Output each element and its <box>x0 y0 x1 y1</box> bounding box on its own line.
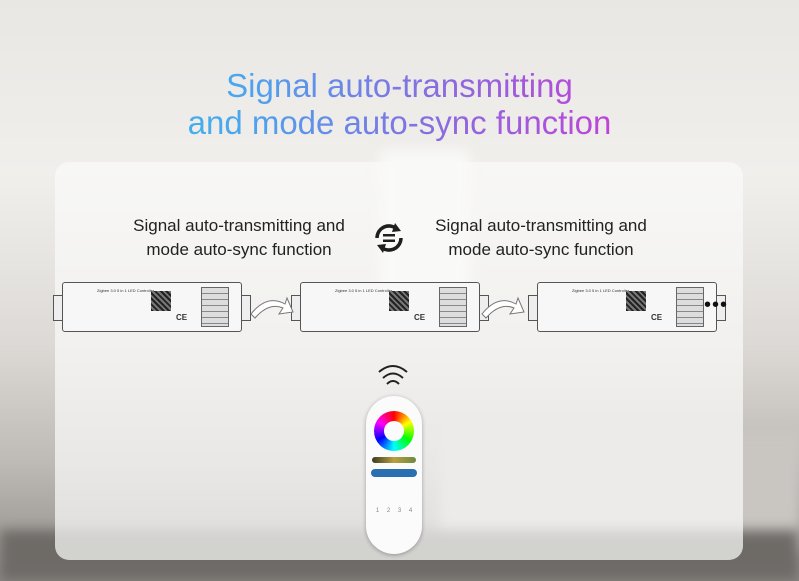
ce-mark: CE <box>176 313 188 322</box>
caption-right: Signal auto-transmitting and mode auto-s… <box>426 214 656 262</box>
controller-label: Zigbee 3.0 5 in 1 LED Controller <box>335 288 393 293</box>
qr-code <box>151 291 171 311</box>
controller-label: Zigbee 3.0 5 in 1 LED Controller <box>97 288 155 293</box>
brightness-slider <box>372 457 416 463</box>
led-controller-3: Zigbee 3.0 5 in 1 LED Controller CE <box>528 282 726 332</box>
qr-code <box>626 291 646 311</box>
curved-arrow-icon <box>481 296 525 319</box>
terminal-block <box>439 287 467 327</box>
controller-label: Zigbee 3.0 5 in 1 LED Controller <box>572 288 630 293</box>
ce-mark: CE <box>651 313 663 322</box>
sync-icon <box>375 223 403 253</box>
terminal-block <box>676 287 704 327</box>
led-controller-1: Zigbee 3.0 5 in 1 LED Controller CE <box>53 282 251 332</box>
qr-code <box>389 291 409 311</box>
zone-bar <box>371 469 417 477</box>
terminal-block <box>201 287 229 327</box>
caption-right-line-1: Signal auto-transmitting and <box>435 216 647 235</box>
caption-left-line-1: Signal auto-transmitting and <box>133 216 345 235</box>
wireless-signal-icon <box>378 365 408 385</box>
curved-arrow-icon <box>250 296 294 319</box>
caption-left-line-2: mode auto-sync function <box>146 240 332 259</box>
led-controller-2: Zigbee 3.0 5 in 1 LED Controller CE <box>291 282 489 332</box>
color-wheel <box>374 411 414 451</box>
caption-left: Signal auto-transmitting and mode auto-s… <box>124 214 354 262</box>
headline-line-1: Signal auto-transmitting <box>0 66 799 106</box>
headline-line-2: and mode auto-sync function <box>0 103 799 143</box>
caption-right-line-2: mode auto-sync function <box>448 240 634 259</box>
ce-mark: CE <box>414 313 426 322</box>
more-dots: ••• <box>704 294 729 316</box>
